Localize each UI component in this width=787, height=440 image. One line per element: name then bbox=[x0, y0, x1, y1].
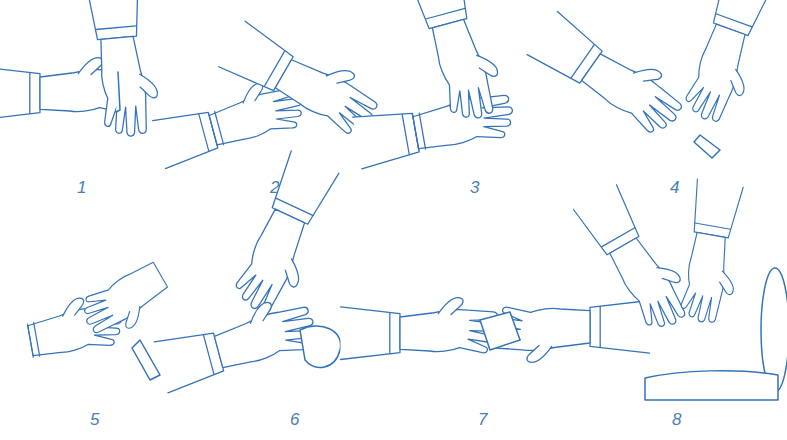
callout-number: 2 bbox=[270, 178, 279, 198]
callout-number: 3 bbox=[470, 178, 479, 198]
callout-number: 1 bbox=[77, 178, 86, 198]
callout-number: 8 bbox=[672, 410, 681, 430]
callout-number: 4 bbox=[670, 178, 679, 198]
callout-number: 7 bbox=[478, 410, 487, 430]
callout-number: 6 bbox=[290, 410, 299, 430]
callout-number: 5 bbox=[90, 410, 99, 430]
